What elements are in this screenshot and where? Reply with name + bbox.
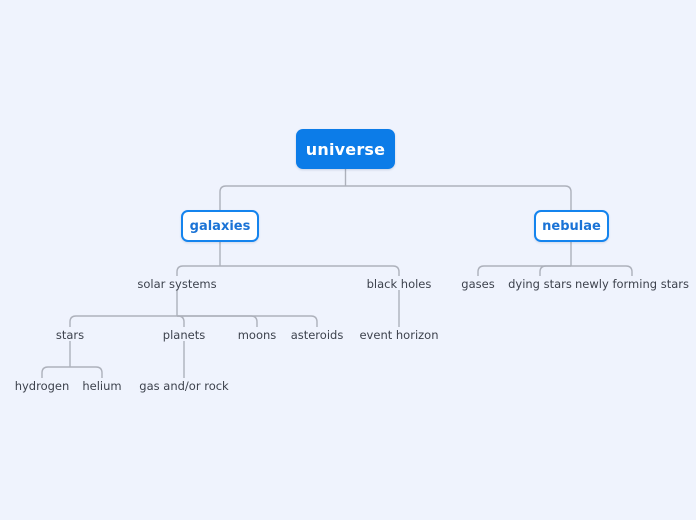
connector-nebulae-to-dying-stars: [539, 265, 571, 276]
node-event-horizon[interactable]: event horizon: [359, 328, 439, 342]
connector-nebulae-to-gases: [477, 265, 571, 276]
node-nebulae-label: nebulae: [542, 218, 601, 234]
connector-nebulae-to-newly-forming-stars: [571, 265, 633, 276]
connector-root-to-galaxies: [219, 185, 346, 210]
connector-solar-systems-to-moons: [177, 315, 258, 327]
connector-galaxies-to-black-holes: [220, 265, 400, 276]
connector-solar-systems-to-asteroids: [177, 315, 318, 327]
connector-stars-to-hydrogen: [41, 366, 70, 378]
connector-solar-systems-to-planets: [177, 315, 185, 327]
node-newly-forming-stars[interactable]: newly forming stars: [575, 277, 689, 291]
node-galaxies-label: galaxies: [189, 218, 251, 234]
node-hydrogen[interactable]: hydrogen: [14, 379, 70, 393]
connector-solar-systems-to-stars: [69, 315, 177, 327]
node-universe-label: universe: [305, 139, 386, 159]
node-stars[interactable]: stars: [55, 328, 85, 342]
node-dying-stars[interactable]: dying stars: [508, 277, 572, 291]
node-universe[interactable]: universe: [296, 129, 395, 169]
node-solar-systems[interactable]: solar systems: [137, 277, 217, 291]
connector-galaxies-to-solar-systems: [176, 265, 220, 276]
connector-root-to-nebulae: [345, 185, 572, 210]
node-planets[interactable]: planets: [162, 328, 206, 342]
node-asteroids[interactable]: asteroids: [290, 328, 344, 342]
node-moons[interactable]: moons: [237, 328, 277, 342]
node-helium[interactable]: helium: [82, 379, 122, 393]
node-gas-and-or-rock[interactable]: gas and/or rock: [139, 379, 229, 393]
node-galaxies[interactable]: galaxies: [181, 210, 259, 242]
node-gases[interactable]: gases: [461, 277, 495, 291]
connector-stars-to-helium: [70, 366, 103, 378]
node-nebulae[interactable]: nebulae: [534, 210, 609, 242]
node-black-holes[interactable]: black holes: [366, 277, 432, 291]
